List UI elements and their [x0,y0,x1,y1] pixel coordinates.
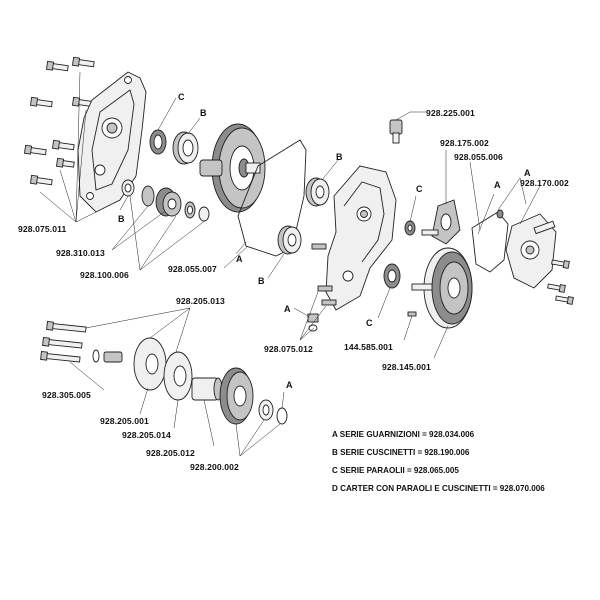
legend-line-a: A SERIE GUARNIZIONI = 928.034.006 [332,430,475,439]
label-928-170-002: 928.170.002 [520,178,569,188]
bolt-group-pump [547,259,574,305]
bearing-b-mid-bottom [277,225,302,255]
gasket-a-pump [471,211,509,273]
left-cover-assembly [23,56,147,213]
callout-letters: C B B C A A B A B A C A [118,92,531,390]
bearing-b-lower [258,399,274,421]
large-gear [199,123,266,213]
seal-c-left [149,129,167,155]
label-928-075-012: 928.075.012 [264,344,313,354]
legend-line-d: D CARTER CON PARAOLI E CUSCINETTI = 928.… [332,484,545,493]
bearing-b-top [172,131,199,165]
letter-c-top-left: C [178,92,185,102]
label-928-205-014: 928.205.014 [122,430,171,440]
seal-c-bottom [383,263,401,289]
letter-a-pump-right: A [524,168,531,178]
plate-928-205-014 [163,351,193,401]
pump-cover [496,209,557,289]
drain-plug-a [307,313,319,332]
legend: A SERIE GUARNIZIONI = 928.034.006 B SERI… [332,430,545,493]
spacer-ring [92,349,123,363]
impeller [421,199,461,245]
letter-b-center-top: B [336,152,343,162]
seal-a-lower [276,407,288,425]
letter-a-lower-right: A [286,380,293,390]
leader-lines [39,71,541,457]
letter-b-top-left: B [200,108,207,118]
seal-c-mid [404,220,416,236]
label-928-175-002: 928.175.002 [440,138,489,148]
label-928-305-005: 928.305.005 [42,390,91,400]
letter-a-under-housing: A [284,304,291,314]
label-928-055-006: 928.055.006 [454,152,503,162]
small-gear [141,185,210,222]
sleeve-928-205-012 [191,377,223,401]
clutch-drum [411,247,473,329]
key-part [407,311,417,317]
bolt-group-lower [40,321,87,363]
label-928-310-013: 928.310.013 [56,248,105,258]
left-cover [77,71,147,213]
label-928-100-006: 928.100.006 [80,270,129,280]
bearing-b-mid-top [305,177,330,207]
legend-line-c: C SERIE PARAOLII = 928.065.005 [332,466,459,475]
label-928-205-012: 928.205.012 [146,448,195,458]
label-928-205-013: 928.205.013 [176,296,225,306]
letter-b-left: B [118,214,125,224]
label-928-225-001: 928.225.001 [426,108,475,118]
label-144-585-001: 144.585.001 [344,342,393,352]
letter-b-bottom-center: B [258,276,265,286]
center-housing [325,165,397,311]
letter-a-center: A [236,254,243,264]
label-928-200-002: 928.200.002 [190,462,239,472]
hub-928-200-002 [219,367,254,425]
letter-c-center: C [416,184,423,194]
bearing-b-small-left [121,179,135,197]
letter-a-pump-left: A [494,180,501,190]
bolt-group-left [23,56,95,186]
label-928-055-007: 928.055.007 [168,264,217,274]
label-928-075-011: 928.075.011 [18,224,67,234]
valve-part [389,119,403,144]
letter-c-bottom: C [366,318,373,328]
part-labels: 928.225.001 928.175.002 928.055.006 928.… [18,108,569,472]
flange-928-205-001 [133,337,167,391]
label-928-205-001: 928.205.001 [100,416,149,426]
legend-line-b: B SERIE CUSCINETTI = 928.190.006 [332,448,470,457]
label-928-145-001: 928.145.001 [382,362,431,372]
